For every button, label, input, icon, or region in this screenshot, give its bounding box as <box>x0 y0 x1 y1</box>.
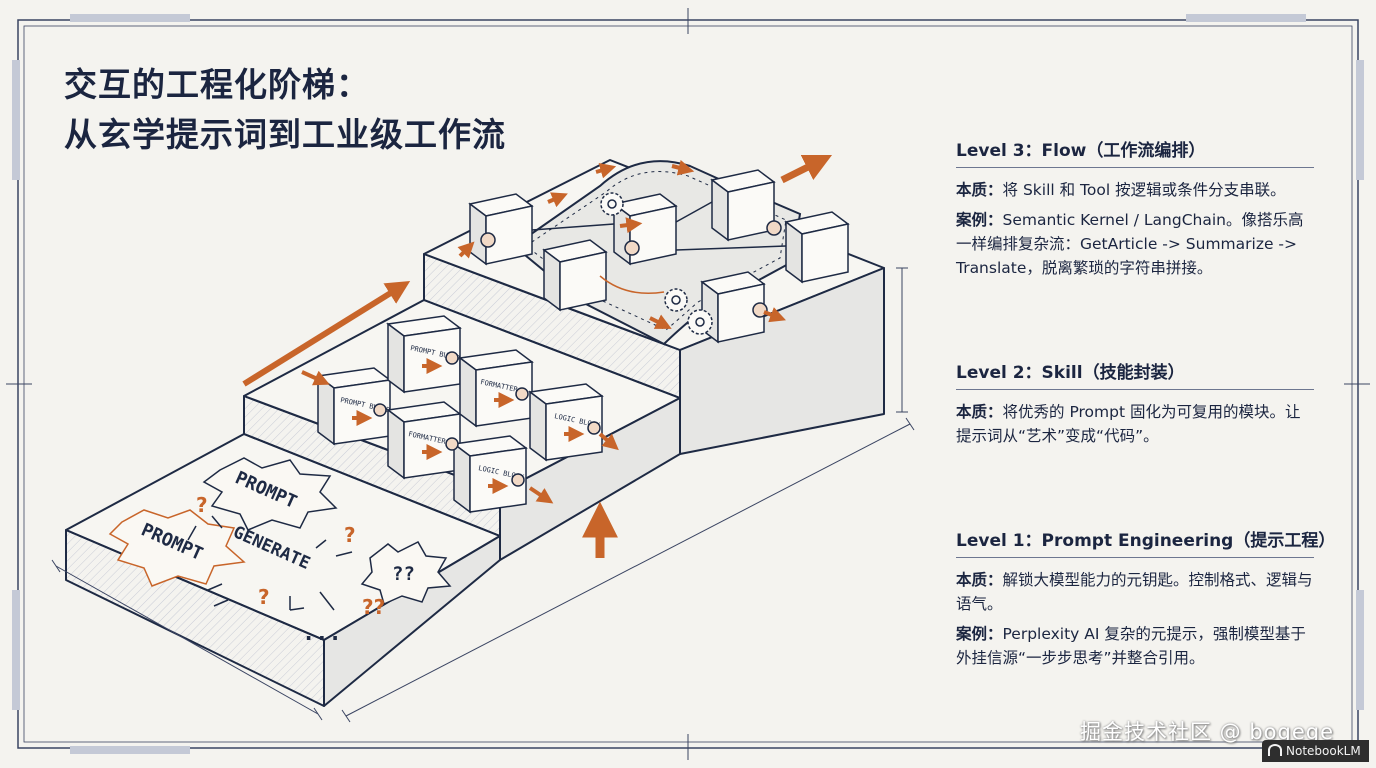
level-1-essence: 本质：解锁大模型能力的元钥匙。控制格式、逻辑与语气。 <box>956 568 1314 616</box>
flow-block-chart <box>542 239 608 312</box>
flow-block-right <box>784 211 850 284</box>
notebooklm-logo-icon <box>1268 744 1282 756</box>
page-title-line-1: 交互的工程化阶梯： <box>64 65 370 104</box>
flow-block-bottom-right <box>700 271 766 344</box>
flow-block-top-right <box>710 169 776 242</box>
page-title-line-2: 从玄学提示词到工业级工作流 <box>64 115 506 154</box>
notebooklm-badge[interactable]: NotebookLM <box>1262 740 1369 762</box>
level-3-essence: 本质：将 Skill 和 Tool 按逻辑或条件分支串联。 <box>956 178 1314 202</box>
block-logic-2: LOGIC BLOCK <box>528 383 604 462</box>
block-prompt-build-1: PROMPT BUILD <box>316 367 392 446</box>
level-3-panel: Level 3：Flow（工作流编排） 本质：将 Skill 和 Tool 按逻… <box>956 136 1314 280</box>
flow-block-input <box>468 193 534 266</box>
ascending-arrows <box>242 280 618 558</box>
level-3-case-key: 案例： <box>956 211 1003 229</box>
level-1-heading: Level 1：Prompt Engineering（提示工程） <box>956 526 1335 558</box>
skill-blocks: PROMPT BUILD PROMPT BUILD FORMATTER FORM… <box>301 315 619 514</box>
burst-question <box>360 541 452 606</box>
dimension-lines <box>51 267 915 723</box>
level-1-essence-text: 解锁大模型能力的元钥匙。控制格式、逻辑与语气。 <box>956 571 1313 613</box>
level-1-case-text: Perplexity AI 复杂的元提示，强制模型基于外挂信源“一步步思考”并整… <box>956 625 1306 667</box>
question-mark-2: ? <box>344 523 356 547</box>
level-1-essence-key: 本质： <box>956 571 1003 589</box>
word-double-question: ?? <box>392 563 415 585</box>
notebooklm-badge-label: NotebookLM <box>1286 744 1361 758</box>
prompt-chaos: PROMPT PROMPT GENERATE ?? ... ? ? ? ?? <box>108 457 452 646</box>
gears <box>600 192 713 335</box>
block-logic-1: LOGIC BLOCK <box>452 435 528 514</box>
level-3-essence-text: 将 Skill 和 Tool 按逻辑或条件分支串联。 <box>1002 181 1286 199</box>
level-3-case-text: Semantic Kernel / LangChain。像搭乐高一样编排复杂流：… <box>956 211 1304 277</box>
level-3-heading: Level 3：Flow（工作流编排） <box>956 136 1314 168</box>
question-mark-1: ? <box>196 493 208 517</box>
blueprint-frame <box>6 8 1370 760</box>
level-1-panel: Level 1：Prompt Engineering（提示工程） 本质：解锁大模… <box>956 526 1335 670</box>
word-ellipsis: ... <box>302 621 342 646</box>
level-2-essence-text: 将优秀的 Prompt 固化为可复用的模块。让提示词从“艺术”变成“代码”。 <box>956 403 1301 445</box>
level-3-case: 案例：Semantic Kernel / LangChain。像搭乐高一样编排复… <box>956 208 1314 280</box>
burst-prompt-1 <box>202 457 338 531</box>
block-formatter-2: FORMATTER <box>458 349 534 428</box>
level-2-essence-key: 本质： <box>956 403 1003 421</box>
level-2-panel: Level 2：Skill（技能封装） 本质：将优秀的 Prompt 固化为可复… <box>956 358 1314 448</box>
level-3-essence-key: 本质： <box>956 181 1003 199</box>
question-mark-3: ? <box>258 585 270 609</box>
step-3-side <box>679 267 885 455</box>
flow-machinery <box>457 154 850 346</box>
level-2-heading: Level 2：Skill（技能封装） <box>956 358 1314 390</box>
level-1-case: 案例：Perplexity AI 复杂的元提示，强制模型基于外挂信源“一步步思考… <box>956 622 1314 670</box>
question-mark-4: ?? <box>362 595 385 619</box>
burst-prompt-2 <box>108 509 246 587</box>
block-formatter-1: FORMATTER <box>386 401 462 480</box>
level-1-case-key: 案例： <box>956 625 1003 643</box>
level-2-essence: 本质：将优秀的 Prompt 固化为可复用的模块。让提示词从“艺术”变成“代码”… <box>956 400 1314 448</box>
